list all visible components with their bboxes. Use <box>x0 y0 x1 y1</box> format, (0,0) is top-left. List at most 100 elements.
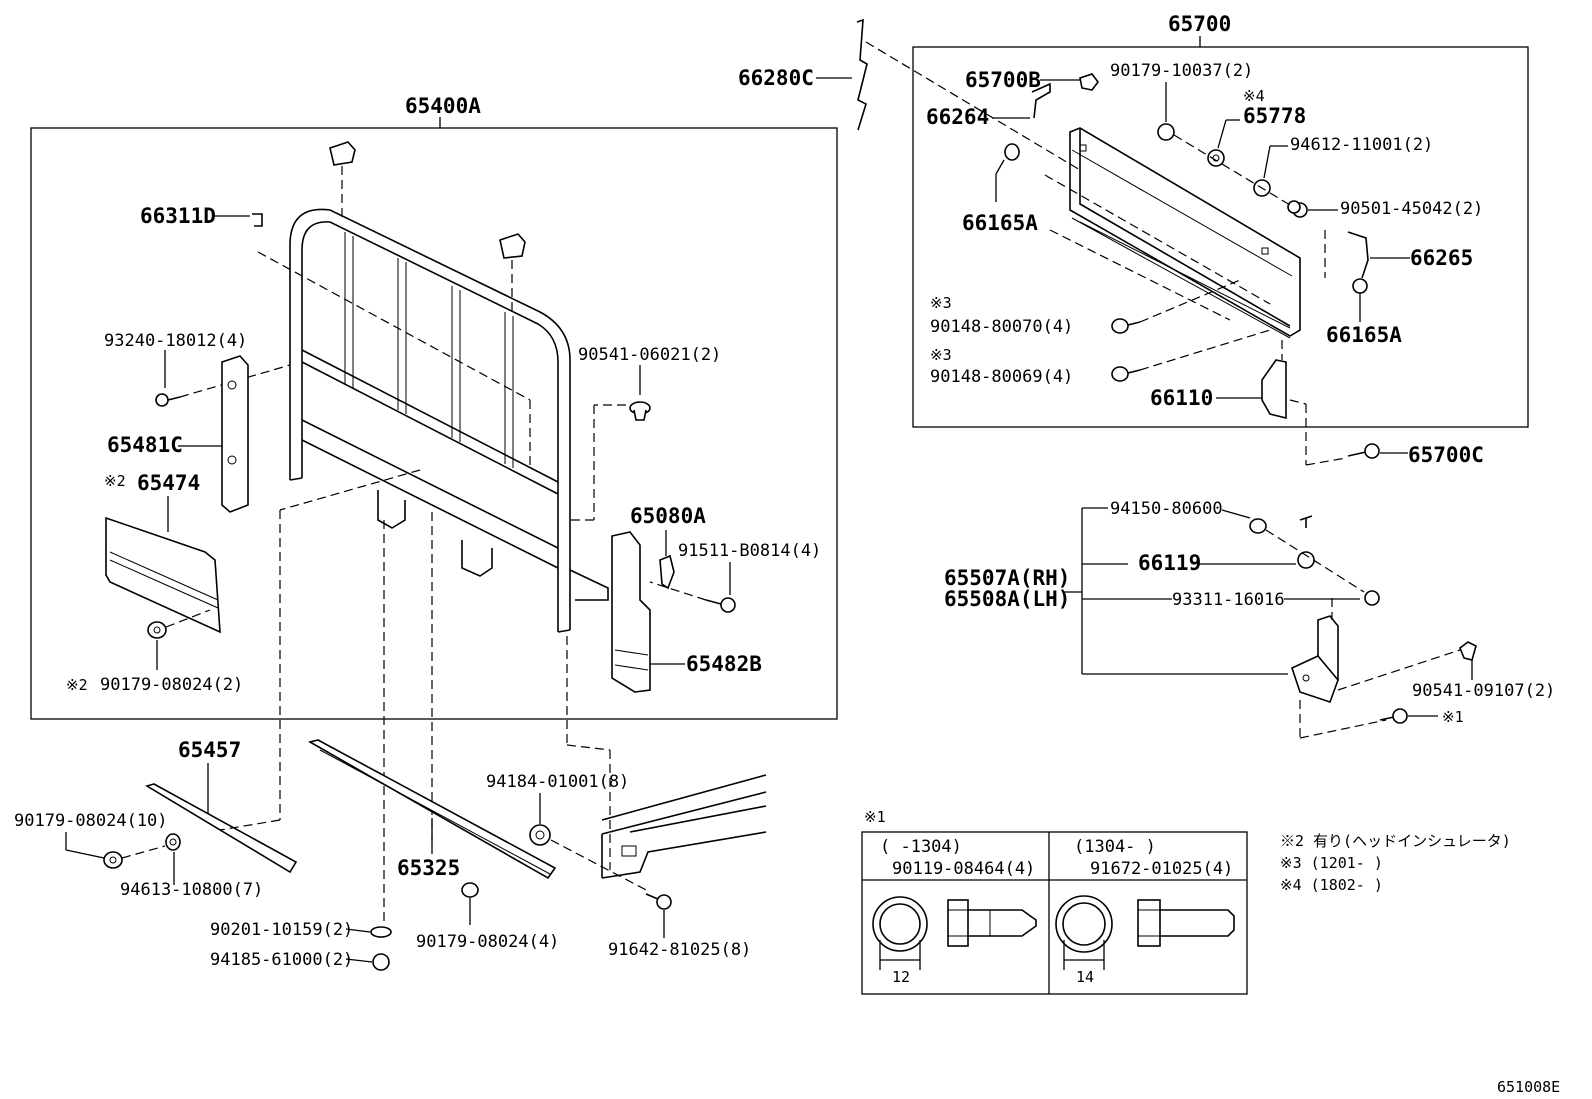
label-90148-80069: 90148-80069(4) <box>930 367 1073 387</box>
nut-90179-08024-b <box>103 851 123 869</box>
label-66119: 66119 <box>1138 551 1201 575</box>
label-66265: 66265 <box>1410 246 1473 270</box>
bolt-93240-18012 <box>155 393 181 407</box>
part-66280c <box>856 18 868 131</box>
label-90201-10159: 90201-10159(2) <box>210 920 353 940</box>
label-note1-ref: ※1 <box>1442 708 1464 726</box>
bracket-65507a <box>1291 615 1339 704</box>
part-94185-61000 <box>372 953 390 971</box>
label-66264: 66264 <box>926 105 989 129</box>
label-65778: 65778 <box>1243 104 1306 128</box>
part-65482b <box>611 531 651 693</box>
part-65481c <box>221 355 249 513</box>
label-65508a: 65508A(LH) <box>944 587 1070 611</box>
label-90541-09107: 90541-09107(2) <box>1412 681 1555 701</box>
label-90148-80070-note: ※3 <box>930 294 952 312</box>
nut-94150-80600 <box>1249 518 1267 534</box>
label-90179-08024-b: 90179-08024(10) <box>14 811 168 831</box>
clip-90541-09107 <box>1459 641 1477 661</box>
note-4: ※4 (1802- ) <box>1280 876 1383 894</box>
label-66280c: 66280C <box>738 66 814 90</box>
inset-col2-part: 91672-01025(4) <box>1090 859 1233 879</box>
label-90179-10037: 90179-10037(2) <box>1110 61 1253 81</box>
inset-title: ※1 <box>864 808 886 826</box>
label-90148-80069-note: ※3 <box>930 346 952 364</box>
label-66110: 66110 <box>1150 386 1213 410</box>
label-65400a: 65400A <box>405 94 481 118</box>
group-box-65700 <box>912 46 1529 428</box>
label-65700b: 65700B <box>965 68 1041 92</box>
inset-col2-side-view <box>1137 899 1235 947</box>
label-65700c: 65700C <box>1408 443 1484 467</box>
bolt-note1 <box>1379 708 1408 724</box>
nut-90179-10037 <box>1157 123 1175 141</box>
part-66311d <box>252 213 263 227</box>
note-2: ※2 有り(ヘッドインシュレータ) <box>1280 832 1511 850</box>
spring-90501-45042 <box>1287 200 1308 218</box>
part-65700b <box>1079 73 1099 91</box>
note-3: ※3 (1201- ) <box>1280 854 1383 872</box>
part-90201-10159 <box>370 926 392 938</box>
part-66165a-left <box>1004 143 1020 161</box>
bolt-93311-16016 <box>1364 590 1380 606</box>
washer-65778 <box>1207 149 1225 167</box>
inset-col1-side-view <box>947 899 1037 947</box>
label-90179-08024-c: 90179-08024(4) <box>416 932 559 952</box>
inset-col2-range: (1304- ) <box>1074 837 1156 857</box>
label-90179-08024-a: 90179-08024(2) <box>100 675 243 695</box>
label-93240-18012: 93240-18012(4) <box>104 331 247 351</box>
label-65482b: 65482B <box>686 652 762 676</box>
inset-col2-dim: 14 <box>1076 968 1094 986</box>
label-90501-45042: 90501-45042(2) <box>1340 199 1483 219</box>
label-66165a-right: 66165A <box>1326 323 1402 347</box>
part-65457 <box>145 783 298 874</box>
bolt-65700c <box>1347 443 1380 459</box>
label-65507a: 65507A(RH) <box>944 566 1070 590</box>
label-94150-80600: 94150-80600 <box>1110 499 1223 519</box>
label-94612-11001: 94612-11001(2) <box>1290 135 1433 155</box>
label-66165a-left: 66165A <box>962 211 1038 235</box>
figure-code: 651008E <box>1497 1078 1560 1096</box>
clip-90541-06021 <box>629 401 651 421</box>
inset-col1-head-view <box>872 896 928 952</box>
part-65080a <box>659 554 675 590</box>
part-66165a-right <box>1352 278 1368 294</box>
label-65474-note: ※2 <box>104 472 126 490</box>
chassis-rail <box>601 774 767 879</box>
collar-94184-01001 <box>529 824 551 846</box>
label-90148-80070: 90148-80070(4) <box>930 317 1073 337</box>
label-65778-note: ※4 <box>1243 87 1265 105</box>
screw-90148-80069 <box>1111 366 1141 382</box>
inset-col1-range: ( -1304) <box>880 837 962 857</box>
label-65481c: 65481C <box>107 433 183 457</box>
nut-90179-08024-a <box>147 621 167 639</box>
label-65080a: 65080A <box>630 504 706 528</box>
inset-box <box>861 831 1248 995</box>
part-65474 <box>105 516 221 634</box>
label-65457: 65457 <box>178 738 241 762</box>
screw-90148-80070 <box>1111 318 1141 334</box>
headboard-frame <box>289 208 609 633</box>
washer-94613-10800 <box>165 833 181 851</box>
label-93311-16016: 93311-16016 <box>1172 590 1285 610</box>
inset-col1-part: 90119-08464(4) <box>892 859 1035 879</box>
clip-right <box>499 233 526 259</box>
tailgate-panel <box>1069 127 1301 339</box>
part-66119 <box>1297 515 1315 569</box>
inset-col2-head-view <box>1055 895 1113 953</box>
label-65474: 65474 <box>137 471 200 495</box>
label-94185-61000: 94185-61000(2) <box>210 950 353 970</box>
part-66265 <box>1347 231 1369 279</box>
label-90541-06021: 90541-06021(2) <box>578 345 721 365</box>
label-90179-08024-a-note: ※2 <box>66 676 88 694</box>
label-91642-81025: 91642-81025(8) <box>608 940 751 960</box>
label-94613-10800: 94613-10800(7) <box>120 880 263 900</box>
part-66110 <box>1261 359 1287 420</box>
label-66311d: 66311D <box>140 204 216 228</box>
clip-left <box>329 141 356 166</box>
group-box-65400a <box>30 127 838 720</box>
bolt-91511-b0814 <box>705 597 736 613</box>
inset-col1-dim: 12 <box>892 968 910 986</box>
part-66264 <box>1031 82 1051 119</box>
